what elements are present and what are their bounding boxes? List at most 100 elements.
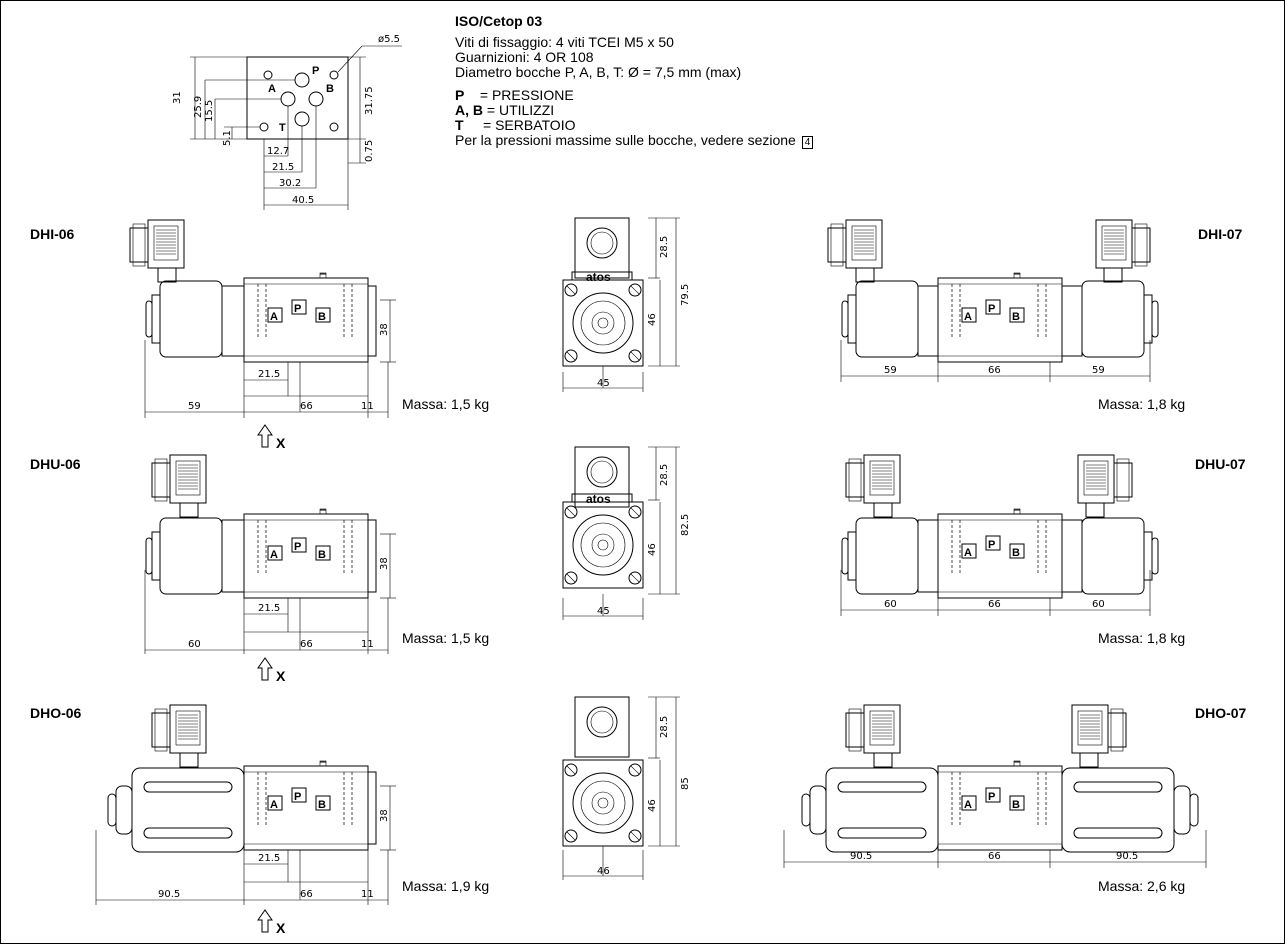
model-label-dhi07: DHI-07: [1198, 226, 1243, 242]
dim-end: 11: [361, 639, 374, 650]
dim-right: 59: [1092, 365, 1105, 376]
mass-dhu07: Massa: 1,8 kg: [1098, 630, 1186, 646]
dim-left: 60: [884, 599, 897, 610]
legend-value: = PRESSIONE: [464, 87, 574, 103]
front-view-2: atos 28.5 82.5 46 45: [562, 446, 691, 620]
legend-key: A, B: [455, 102, 483, 118]
pressure-note-text: Per la pressioni massime sulle bocche, v…: [455, 132, 796, 148]
front-view-3: 28.5 85 46 46: [562, 696, 691, 880]
section-ref-box: 4: [801, 136, 814, 149]
iso-port-b: B: [326, 83, 334, 95]
dim-body: 66: [300, 889, 313, 900]
brand-logo-text: atos: [586, 270, 611, 284]
mass-dho07: Massa: 2,6 kg: [1098, 878, 1186, 894]
dim-body: 66: [988, 365, 1001, 376]
port-b: B: [1012, 311, 1020, 323]
mass-dhi06: Massa: 1,5 kg: [402, 396, 490, 412]
dim-right: 90.5: [1116, 851, 1138, 862]
port-b: B: [1012, 547, 1020, 559]
spec-block: ISO/Cetop 03 Viti di fissaggio: 4 viti T…: [455, 14, 814, 149]
port-b: B: [318, 549, 326, 561]
model-label-dhi06: DHI-06: [30, 226, 75, 242]
port-p: P: [294, 791, 301, 803]
dim-body: 66: [300, 401, 313, 412]
dim-left: 59: [884, 365, 897, 376]
drawing-dhu07: A P B 60 66 60: [840, 454, 1159, 616]
port-p: P: [988, 303, 995, 315]
dim-end: 11: [361, 401, 374, 412]
dim-top: 28.5: [659, 464, 670, 486]
port-a: A: [270, 311, 278, 323]
dim-height: 38: [379, 557, 390, 570]
spec-line-ports: Diametro bocche P, A, B, T: Ø = 7,5 mm (…: [455, 64, 742, 80]
legend-value: = SERBATOIO: [463, 117, 576, 133]
dim-width: 45: [597, 378, 610, 389]
x-arrow-label: X: [276, 668, 286, 684]
legend-row-t: T = SERBATOIO: [455, 118, 813, 133]
port-p: P: [988, 539, 995, 551]
port-p: P: [294, 303, 301, 315]
dim-solenoid: 59: [188, 401, 201, 412]
dim-iso-25-9: 25.9: [193, 96, 204, 118]
dim-body: 66: [988, 851, 1001, 862]
mass-dhu06: Massa: 1,5 kg: [402, 630, 490, 646]
port-a: A: [964, 799, 972, 811]
drawing-dho06: A P B 90.5 66 11 21.5 38 X: [95, 704, 396, 936]
dim-width: 45: [597, 606, 610, 617]
dim-iso-31: 31: [172, 91, 183, 104]
dim-body: 46: [647, 313, 658, 326]
mass-dho06: Massa: 1,9 kg: [402, 878, 490, 894]
dim-height: 38: [379, 809, 390, 822]
spec-line-seals: Guarnizioni: 4 OR 108: [455, 49, 594, 65]
legend-value: = UTILIZZI: [483, 102, 555, 118]
iso-port-t: T: [279, 122, 286, 134]
legend-row-ab: A, B = UTILIZZI: [455, 103, 813, 118]
drawing-dhu06: A P B 60 66 11 21.5 38 X: [144, 454, 396, 684]
dim-height: 38: [379, 323, 390, 336]
iso-interface-drawing: ø5.5 31 25.9 15.5 5.1 31.75 0.75 12.7 21…: [172, 34, 402, 210]
dim-top: 28.5: [659, 716, 670, 738]
front-view-1: atos 28.5 79.5 46 45: [562, 217, 691, 392]
pressure-note: Per la pressioni massime sulle bocche, v…: [455, 132, 814, 149]
dim-body: 46: [647, 799, 658, 812]
port-a: A: [270, 799, 278, 811]
dim-body: 66: [300, 639, 313, 650]
spec-line-screws: Viti di fissaggio: 4 viti TCEI M5 x 50: [455, 34, 674, 50]
dim-port: 21.5: [258, 853, 280, 864]
port-p: P: [988, 791, 995, 803]
legend-key: P: [455, 87, 465, 103]
drawing-dhi06: A P B 59 66 11 21.5 38 X: [129, 219, 396, 451]
model-label-dho07: DHO-07: [1195, 705, 1247, 721]
dim-iso-0-75: 0.75: [364, 140, 375, 162]
model-label-dho06: DHO-06: [30, 705, 82, 721]
dim-iso-21-5: 21.5: [272, 162, 294, 173]
dim-solenoid: 60: [188, 639, 201, 650]
iso-port-a: A: [268, 83, 276, 95]
port-a: A: [270, 549, 278, 561]
dim-port: 21.5: [258, 603, 280, 614]
legend-key: T: [455, 117, 464, 133]
dim-body: 66: [988, 599, 1001, 610]
dim-body: 46: [647, 543, 658, 556]
dim-iso-12-7: 12.7: [267, 146, 289, 157]
dim-hole-dia: ø5.5: [378, 34, 400, 45]
port-b: B: [1012, 799, 1020, 811]
dim-iso-40-5: 40.5: [292, 195, 314, 206]
dim-right: 60: [1092, 599, 1105, 610]
port-a: A: [964, 547, 972, 559]
x-arrow-label: X: [276, 435, 286, 451]
iso-port-p: P: [312, 65, 319, 77]
dim-port: 21.5: [258, 369, 280, 380]
dim-total: 82.5: [680, 514, 691, 536]
dim-iso-15-5: 15.5: [204, 100, 215, 122]
dim-iso-5-1: 5.1: [222, 130, 233, 146]
dim-solenoid: 90.5: [158, 889, 180, 900]
port-b: B: [318, 311, 326, 323]
dim-top: 28.5: [659, 236, 670, 258]
dim-iso-30-2: 30.2: [279, 178, 301, 189]
port-b: B: [318, 799, 326, 811]
dim-total: 85: [680, 777, 691, 790]
dim-width: 46: [597, 866, 610, 877]
brand-logo-text: atos: [586, 492, 611, 506]
